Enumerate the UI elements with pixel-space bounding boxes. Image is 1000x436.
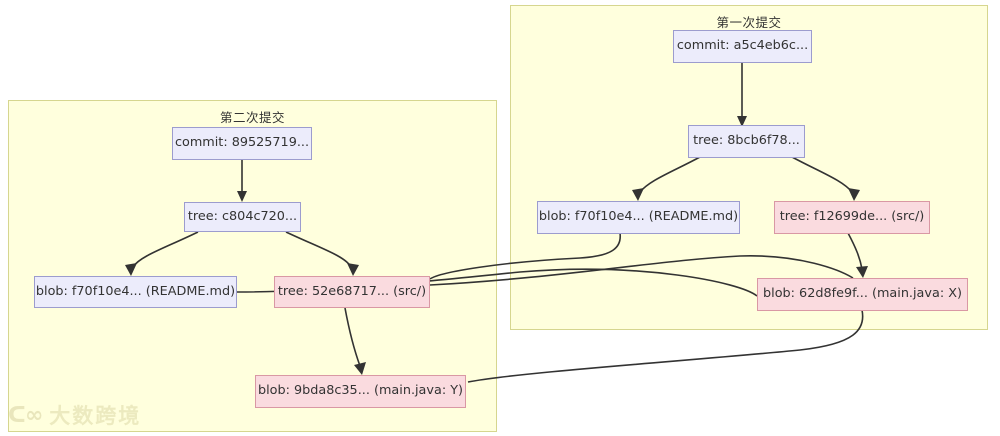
node-label: tree: 52e68717... (src/) — [277, 283, 427, 299]
node-c2-tree[interactable]: tree: c804c720... — [184, 202, 301, 232]
node-label: commit: 89525719... — [174, 135, 310, 151]
node-c1-tree-src[interactable]: tree: f12699de... (src/) — [774, 201, 930, 234]
node-label: tree: f12699de... (src/) — [779, 209, 925, 225]
node-c1-blob-readme[interactable]: blob: f70f10e4... (README.md) — [537, 201, 740, 234]
node-c2-commit[interactable]: commit: 89525719... — [172, 127, 312, 160]
node-label: blob: 62d8fe9f... (main.java: X) — [763, 286, 962, 302]
node-label: tree: 8bcb6f78... — [693, 133, 800, 149]
node-label: commit: a5c4eb6c... — [676, 38, 809, 54]
panel-first-commit-title: 第一次提交 — [716, 15, 782, 30]
node-c2-blob-readme[interactable]: blob: f70f10e4... (README.md) — [34, 276, 237, 308]
node-label: tree: c804c720... — [187, 208, 298, 224]
panel-second-commit-title: 第二次提交 — [219, 110, 285, 125]
node-c1-blob-mainjava[interactable]: blob: 62d8fe9f... (main.java: X) — [757, 278, 968, 311]
node-c1-commit[interactable]: commit: a5c4eb6c... — [673, 30, 812, 63]
node-c1-tree[interactable]: tree: 8bcb6f78... — [688, 125, 805, 158]
node-label: blob: f70f10e4... (README.md) — [538, 209, 739, 225]
node-label: blob: f70f10e4... (README.md) — [35, 283, 236, 299]
node-c2-tree-src[interactable]: tree: 52e68717... (src/) — [274, 276, 430, 308]
node-label: blob: 9bda8c35... (main.java: Y) — [258, 383, 464, 399]
node-c2-blob-mainjava[interactable]: blob: 9bda8c35... (main.java: Y) — [255, 375, 466, 408]
